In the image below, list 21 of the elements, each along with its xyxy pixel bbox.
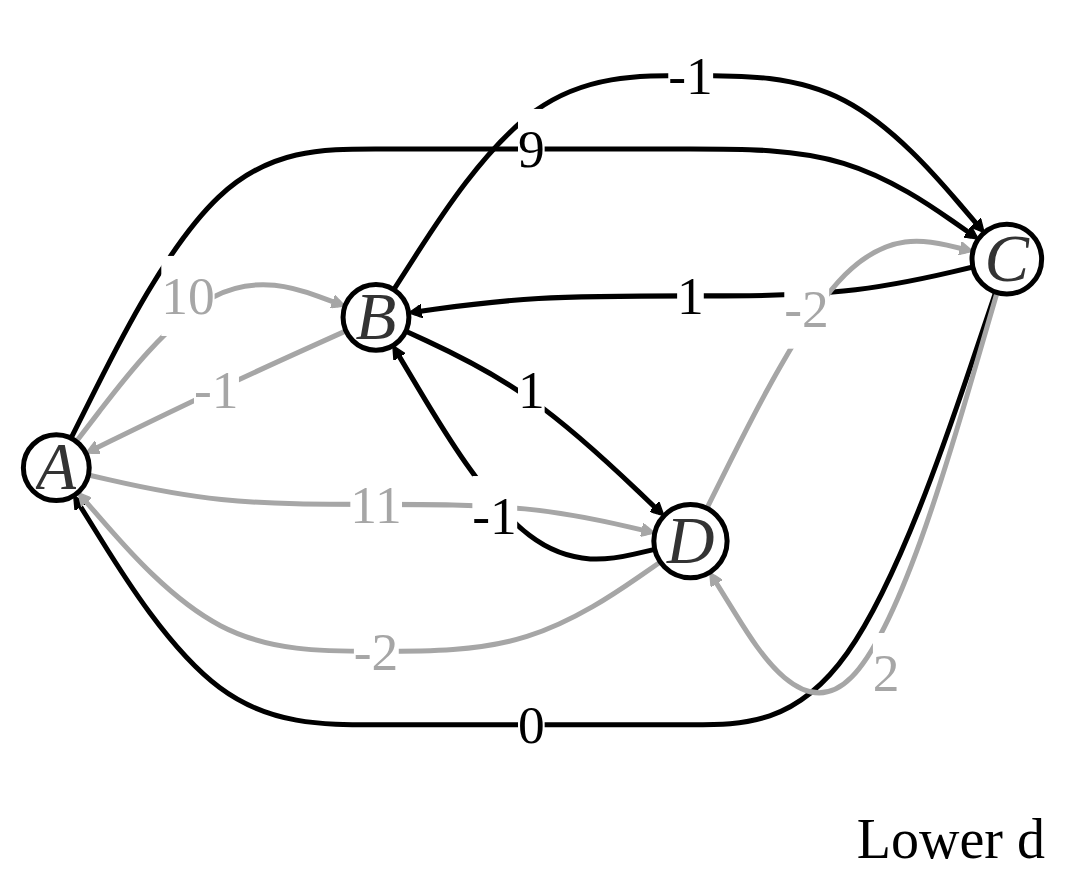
edge-label: -1 [472, 485, 517, 547]
node-circle: A [20, 432, 92, 503]
arrow [74, 282, 346, 443]
edge-label: -2 [784, 278, 829, 339]
edge-label: 0 [518, 694, 545, 755]
edge-label: 10 [161, 265, 215, 326]
arrow [73, 291, 999, 728]
arrow [77, 491, 662, 654]
edge-label: 9 [518, 118, 545, 179]
node-circle: C [969, 221, 1045, 297]
edge-label: -2 [353, 621, 399, 682]
note-text: Lower d [856, 807, 1045, 871]
edge-label: 2 [872, 642, 900, 703]
edge-label: 11 [350, 474, 402, 535]
node-circle: D [651, 501, 730, 581]
node-circle: B [340, 281, 412, 353]
edge-label: -1 [193, 359, 239, 420]
edge-label: 1 [677, 265, 704, 326]
arrow [391, 72, 985, 291]
edge-label: 1 [518, 359, 545, 420]
edge-label: -1 [668, 45, 713, 106]
